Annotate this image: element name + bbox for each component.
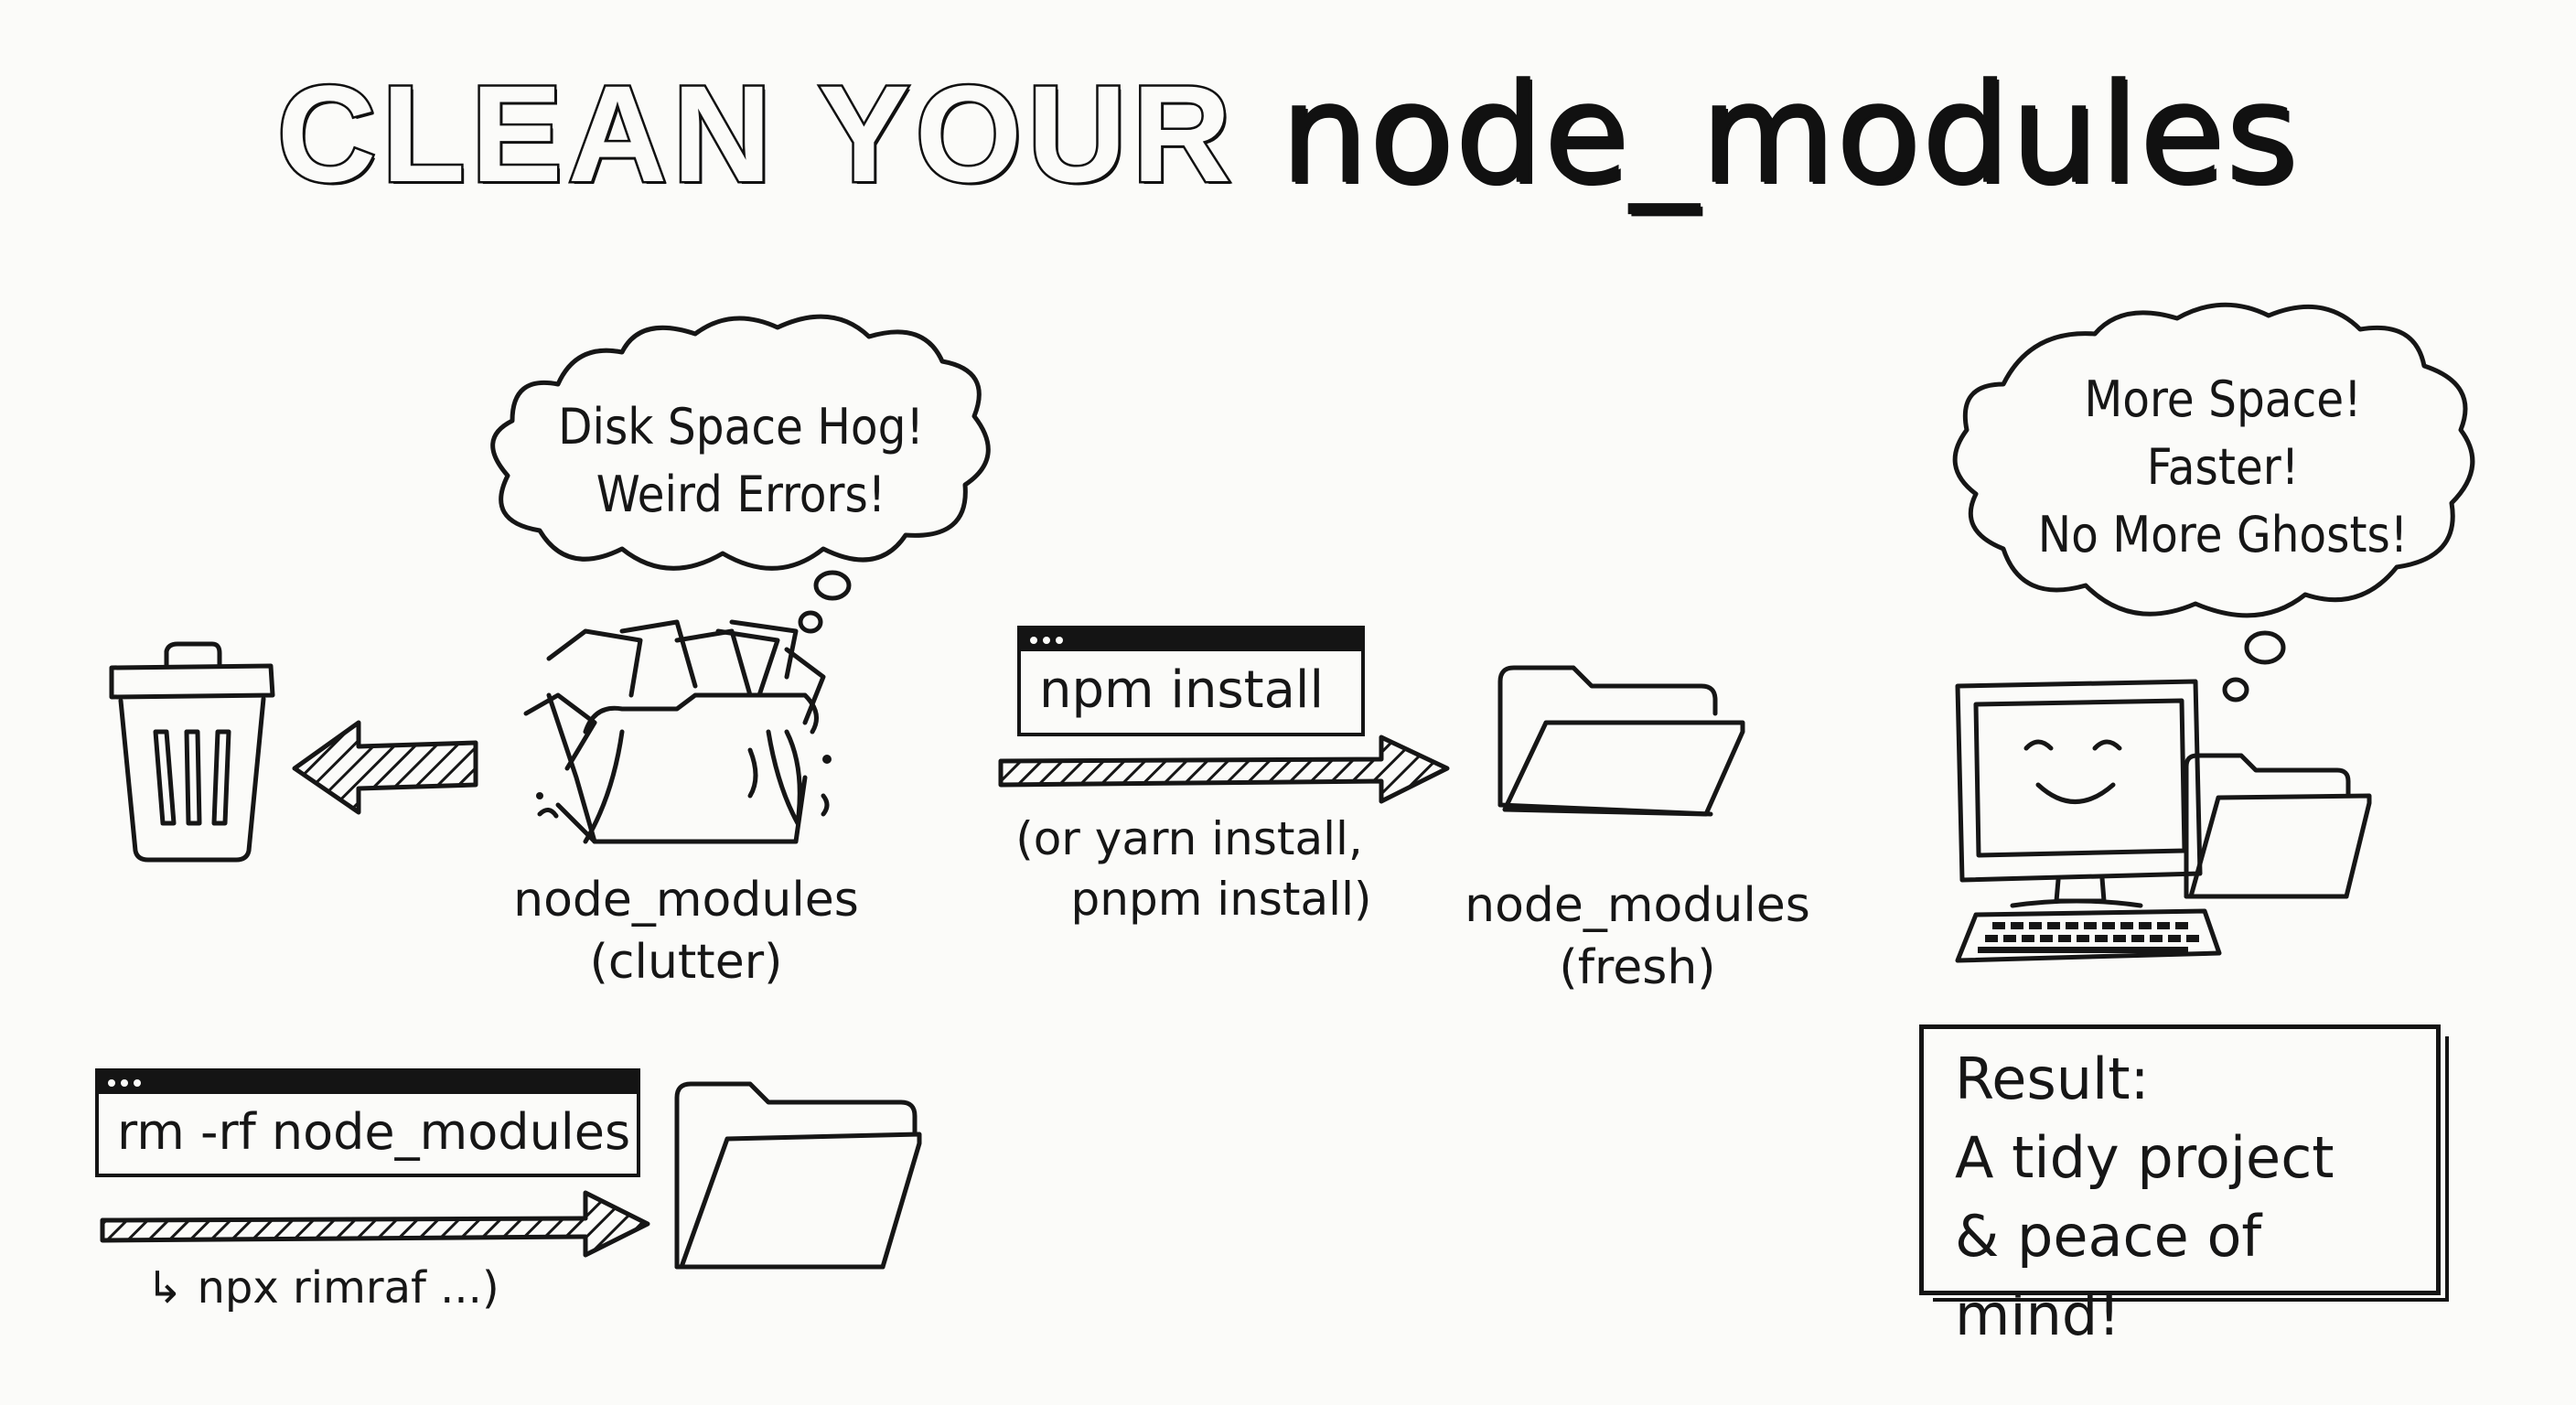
computer-icon <box>1955 679 2203 908</box>
result-box: Result: A tidy project & peace of mind! <box>1919 1024 2441 1348</box>
trash-can-icon <box>109 641 275 863</box>
result-thought-bubble <box>1952 302 2475 702</box>
clutter-bubble-line2: Weird Errors! <box>596 466 886 523</box>
terminal-title-bar <box>1021 629 1361 651</box>
remove-alternative: ↳ npx rimraf ...) <box>146 1262 499 1314</box>
fresh-label: node_modules (fresh) <box>1436 874 1839 999</box>
result-text: Result: A tidy project & peace of mind! <box>1924 1029 2436 1355</box>
install-terminal: npm install <box>1017 626 1365 736</box>
install-alternatives-line1: (or yarn install, <box>1015 812 1363 865</box>
install-alternatives: (or yarn install, pnpm install) <box>988 809 1390 929</box>
result-bubble-line1: More Space! <box>2084 370 2362 428</box>
title-lower: node_modules <box>1280 54 2300 215</box>
clutter-bubble-line1: Disk Space Hog! <box>558 398 924 456</box>
terminal-title-bar <box>99 1072 637 1094</box>
page-title: CLEAN YOUR node_modules <box>0 54 2576 215</box>
clutter-label: node_modules (clutter) <box>494 869 878 993</box>
clutter-bubble-text: Disk Space Hog! Weird Errors! <box>540 393 942 529</box>
install-command: npm install <box>1039 660 1325 720</box>
empty-folder-icon <box>1497 665 1745 817</box>
remove-arrow <box>100 1190 650 1258</box>
empty-folder-icon <box>2184 753 2372 899</box>
title-caps: CLEAN YOUR <box>274 55 1237 213</box>
result-line3: & peace of mind! <box>1955 1203 2262 1348</box>
fresh-label-line2: (fresh) <box>1559 940 1716 995</box>
remove-command: rm -rf node_modules <box>117 1103 631 1161</box>
left-arrow <box>292 720 478 815</box>
clutter-label-line2: (clutter) <box>589 935 783 990</box>
result-bubble-text: More Space! Faster! No More Ghosts! <box>1994 366 2452 569</box>
result-bubble-line3: No More Ghosts! <box>2037 506 2409 563</box>
result-line1: Result: <box>1955 1046 2150 1112</box>
install-alternatives-line2: pnpm install) <box>1070 873 1372 926</box>
result-bubble-line2: Faster! <box>2146 438 2300 496</box>
fresh-label-line1: node_modules <box>1465 878 1810 933</box>
clutter-label-line1: node_modules <box>513 873 859 928</box>
keyboard-icon <box>1955 908 2222 963</box>
result-line2: A tidy project <box>1955 1124 2334 1191</box>
install-arrow <box>998 735 1450 804</box>
messy-folder-icon <box>523 619 832 844</box>
empty-folder-icon <box>674 1081 922 1270</box>
clutter-thought-bubble <box>490 314 991 634</box>
remove-terminal: rm -rf node_modules <box>95 1068 640 1177</box>
